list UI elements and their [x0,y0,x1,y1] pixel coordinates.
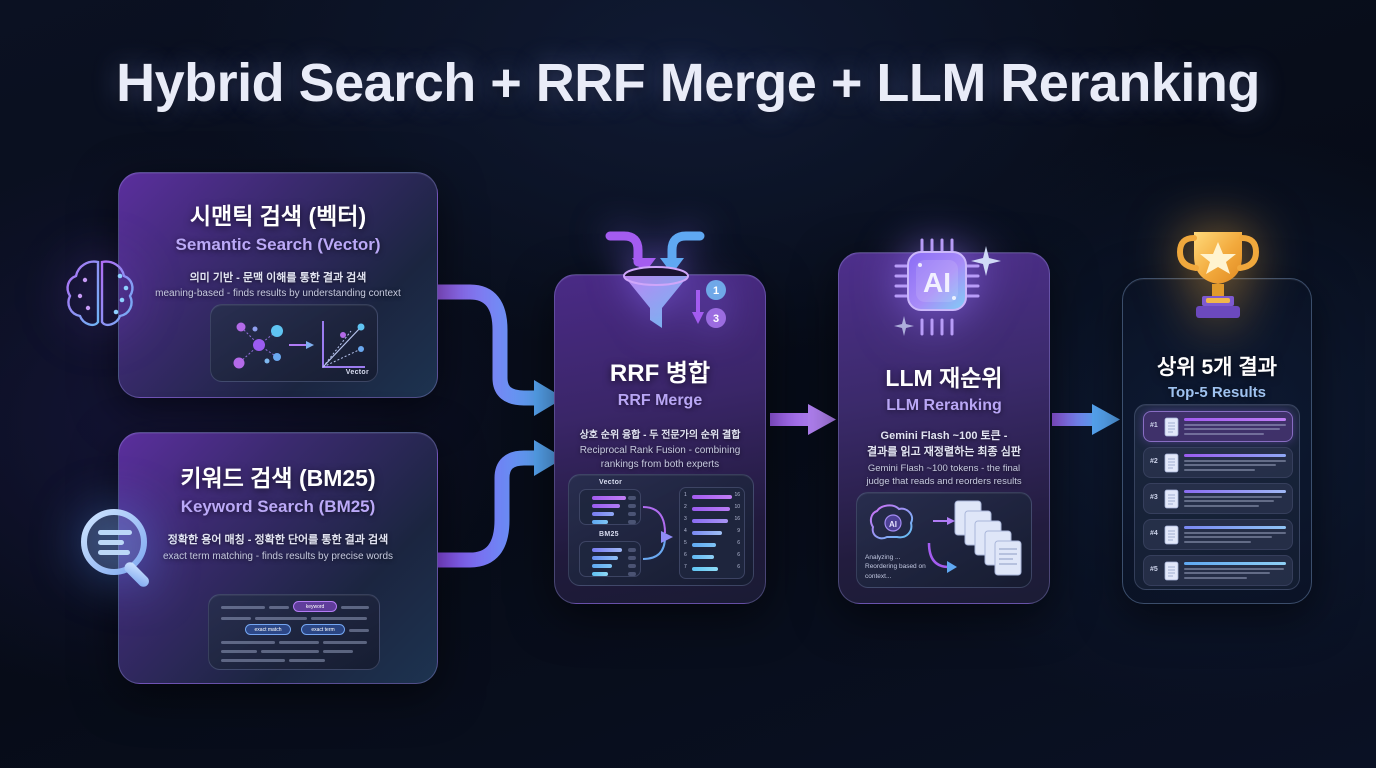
merge-arrows [642,506,673,560]
rrf-badge-bottom: 3 [713,313,719,325]
result-row-2[interactable]: #2 [1143,447,1293,478]
card-top5-results[interactable]: 상위 5개 결과 Top-5 Results [1122,278,1312,604]
svg-text:AI: AI [923,267,951,298]
results-list: #1 #2 [1134,404,1300,590]
illustration-vector-space: Vector [210,304,378,382]
keyword-pill-2: exact match [245,624,291,635]
brain-circuit-icon [52,246,148,342]
vector-plot [322,321,365,368]
card-llm-desc-ko-2: 결과를 읽고 재정렬하는 최종 심판 [867,445,1021,458]
card-rrf-desc-en: Reciprocal Rank Fusion - combining ranki… [579,445,741,470]
card-rrf-title-ko: RRF 병합 [609,360,711,387]
rrf-badge-top: 1 [713,285,719,297]
result-text-4 [1184,526,1286,545]
merged-list: 1 2 3 4 5 6 7 16 10 16 9 6 6 6 [679,487,745,579]
card-llm-title-ko: LLM 재순위 [885,365,1003,391]
arrow-llm-to-top5 [1052,404,1120,435]
arrow-keyword-to-rrf [430,440,564,568]
result-row-4[interactable]: #4 [1143,519,1293,550]
merged-score-5: 6 [737,540,740,546]
card-rrf-title-en: RRF Merge [617,392,703,409]
rerank-caption-line1: Analyzing ... [865,553,901,561]
merged-score-3: 16 [734,516,740,522]
result-text-2 [1184,454,1286,473]
result-row-3[interactable]: #3 [1143,483,1293,514]
rerank-arrow-right [933,517,955,525]
merged-score-6: 6 [737,552,740,558]
rerank-caption-line3: context... [865,572,892,580]
result-text-5 [1184,562,1286,581]
node-graph [233,322,283,369]
keyword-pill-3: exact term [301,624,345,635]
merge-list-label-vector: Vector [599,479,623,486]
card-llm-desc-en-2: judge that reads and reorders results [866,475,1022,487]
illustration-keyword-highlight: keyword exact match exact term [208,594,380,670]
card-keyword-desc-en: exact term matching - finds results by p… [162,551,394,562]
result-row-5[interactable]: #5 [1143,555,1293,586]
result-rank-1: #1 [1150,422,1158,429]
card-llm-desc-ko-1: Gemini Flash ~100 토큰 - [880,430,1008,442]
result-rank-5: #5 [1150,566,1158,573]
result-row-1[interactable]: #1 [1143,411,1293,442]
result-text-3 [1184,490,1286,509]
card-keyword-title-ko: 키워드 검색 (BM25) [180,465,376,491]
result-text-1 [1184,418,1286,437]
document-icon [1164,453,1179,473]
merged-score-2: 10 [734,504,740,510]
document-icon [1164,561,1179,581]
document-icon [1164,417,1179,437]
arrow-rrf-to-llm [770,404,836,435]
magnifier-document-icon [66,496,178,608]
trophy-icon [1172,222,1264,326]
merged-score-4: 9 [737,528,740,534]
funnel-icon: 1 3 [602,228,726,340]
mini-brain-ai-icon: AI [869,504,913,545]
illustration-rank-merge: Vector BM25 [568,474,754,586]
card-keyword-desc-ko: 정확한 용어 매칭 - 정확한 단어를 통한 결과 검색 [167,534,389,546]
card-semantic-title-ko: 시맨틱 검색 (벡터) [189,203,367,229]
card-llm-title-en: LLM Reranking [886,397,1002,414]
result-rank-2: #2 [1150,458,1158,465]
merge-list-label-bm25: BM25 [599,531,619,538]
ai-chip-icon: AI [888,232,1004,344]
document-icon [1164,489,1179,509]
arrow-semantic-to-rrf [430,284,564,416]
card-semantic-desc-en: meaning-based - finds results by underst… [155,288,401,299]
vector-illustration-label: Vector [345,369,369,376]
merged-score-7: 6 [737,564,740,570]
document-stack [954,500,1022,576]
rerank-arrow-curve [927,542,957,573]
arrow-glyph [289,341,314,349]
rerank-caption: Analyzing ... Reordering based on contex… [865,553,947,581]
rerank-caption-line2: Reordering based on [865,563,926,571]
keyword-pill-1: keyword [293,601,337,612]
page-title: Hybrid Search + RRF Merge + LLM Rerankin… [116,53,1260,113]
merged-score-1: 16 [734,492,740,498]
document-icon [1164,525,1179,545]
card-semantic-desc-ko: 의미 기반 - 문맥 이해를 통한 결과 검색 [189,272,367,284]
merge-list-bm25 [579,541,641,577]
illustration-llm-rerank: AI Analyzing ... R [856,492,1032,588]
merge-list-vector [579,489,641,525]
svg-text:AI: AI [889,520,897,529]
card-rrf-desc-ko: 상호 순위 융합 - 두 전문가의 순위 결합 [579,430,741,441]
result-rank-4: #4 [1150,530,1158,537]
card-keyword-title-en: Keyword Search (BM25) [180,497,376,516]
card-semantic-title-en: Semantic Search (Vector) [175,235,381,254]
result-rank-3: #3 [1150,494,1158,501]
card-top5-title-en: Top-5 Results [1167,384,1267,401]
card-top5-title-ko: 상위 5개 결과 [1157,356,1277,379]
card-llm-desc-en-1: Gemini Flash ~100 tokens - the final [867,462,1021,474]
